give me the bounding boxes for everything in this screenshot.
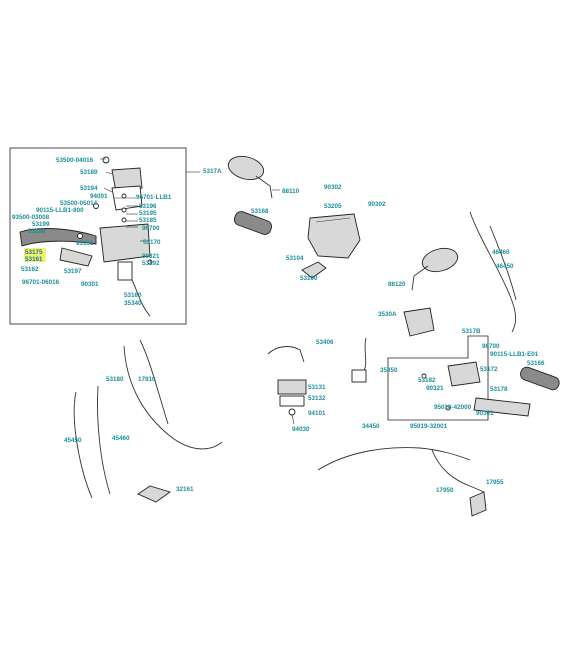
label-17955: 17955 (486, 479, 504, 486)
label-45450: 45450 (64, 437, 82, 444)
label-96701-llb1: 96701-LLB1 (136, 194, 172, 201)
label-53205: 53205 (324, 203, 342, 210)
label-53172: 53172 (480, 366, 498, 373)
label-53160: 53160 (124, 292, 142, 299)
label-93191: 93191 (76, 240, 94, 247)
label-53168: 53168 (251, 208, 269, 215)
label-94030: 94030 (292, 426, 310, 433)
highlight-box (24, 248, 46, 262)
label-90321a: 90321 (142, 253, 160, 260)
label-53195: 53195 (139, 210, 157, 217)
label-96700: 96700 (142, 225, 160, 232)
clip-32161 (137, 485, 172, 503)
label-53161: 53161 (25, 256, 43, 263)
label-94001: 94001 (90, 193, 108, 200)
label-53132: 53132 (308, 395, 326, 402)
brake-lever-shape (19, 228, 97, 247)
label-35340: 35340 (124, 300, 142, 307)
label-88110: 88110 (282, 188, 300, 195)
throttle-inset (387, 335, 531, 421)
right-switch-assembly (351, 307, 435, 383)
label-53500-05014: 53500-05014 (60, 200, 98, 207)
label-53131: 53131 (308, 384, 326, 391)
label-53162: 53162 (21, 266, 39, 273)
lever-bracket-shape (59, 247, 93, 267)
left-mirror (227, 155, 280, 199)
label-53199: 53199 (32, 221, 50, 228)
right-grip (520, 366, 560, 391)
label-53170: 53170 (143, 239, 161, 246)
right-mirror (411, 247, 459, 291)
master-cylinder-body-shape (99, 223, 151, 263)
label-90115-llb1-800: 90115-LLB1-800 (36, 207, 84, 214)
label-17950: 17950 (436, 487, 454, 494)
label-53100: 53100 (300, 275, 318, 282)
label-5317b: 5317B (462, 328, 481, 335)
label-34450: 34450 (362, 423, 380, 430)
label-46450: 46450 (496, 263, 514, 270)
label-53197: 53197 (64, 268, 82, 275)
label-90301a: 90301 (81, 281, 99, 288)
label-93500-03008: 93500-03008 (12, 214, 50, 221)
label-90302a: 90302 (324, 184, 342, 191)
label-94101: 94101 (308, 410, 326, 417)
label-17910: 17910 (138, 376, 156, 383)
label-53192: 53192 (142, 260, 160, 267)
cables (73, 211, 517, 499)
left-switch-parts (267, 346, 307, 425)
label-45460: 45460 (112, 435, 130, 442)
label-96701-06016: 96701-06016 (22, 279, 60, 286)
label-90302b: 90302 (368, 201, 386, 208)
label-35350: 35350 (380, 367, 398, 374)
label-5317a: 5317A (203, 168, 222, 175)
label-90321b: 90321 (426, 385, 444, 392)
label-90301b: 90301 (476, 410, 494, 417)
label-90115-llb1-e01: 90115-LLB1-E01 (490, 351, 539, 358)
label-53198: 53198 (28, 228, 46, 235)
label-53194: 53194 (80, 185, 98, 192)
label-53182: 53182 (418, 377, 436, 384)
bracket-17955 (469, 491, 487, 517)
label-53185: 53185 (139, 217, 157, 224)
master-cylinder-inset (9, 147, 200, 325)
label-3530a: 3530A (378, 311, 397, 318)
label-53178: 53178 (490, 386, 508, 393)
label-53196: 53196 (139, 203, 157, 210)
label-95019-32001: 95019-32001 (410, 423, 448, 430)
label-53180: 53180 (106, 376, 124, 383)
handlebar (242, 251, 374, 321)
label-53406: 53406 (316, 339, 334, 346)
inset-frame (9, 147, 187, 325)
label-53166: 53166 (527, 360, 545, 367)
label-53189: 53189 (80, 169, 98, 176)
label-53104: 53104 (286, 255, 304, 262)
label-53175: 53175 (25, 249, 43, 256)
handlebar-cover (307, 213, 361, 259)
label-53500-04016: 53500-04016 (56, 157, 94, 164)
label-96700b: 96700 (482, 343, 500, 350)
label-32161: 32161 (176, 486, 194, 493)
label-88120: 88120 (388, 281, 406, 288)
switch-shape (117, 261, 133, 281)
part-labels: 53500-04016 5317A 53189 53194 94001 9670… (12, 157, 545, 494)
label-46460: 46460 (492, 249, 510, 256)
left-grip (233, 211, 273, 235)
label-95018-42000: 95018-42000 (434, 404, 472, 411)
